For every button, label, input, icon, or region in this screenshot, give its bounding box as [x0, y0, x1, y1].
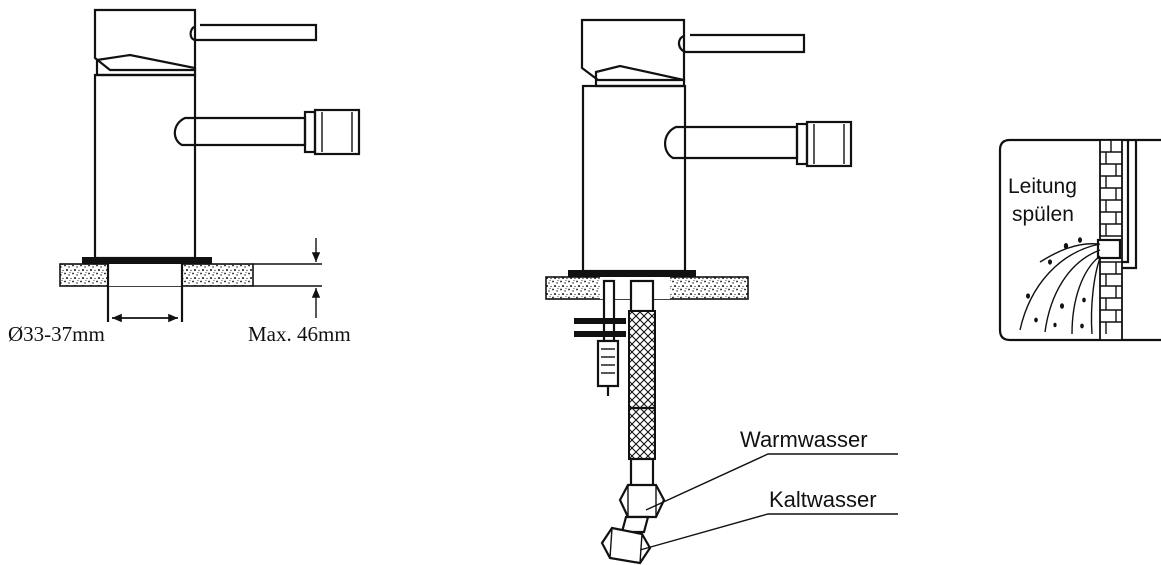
faucet-body [93, 73, 197, 260]
flush-line-label: Leitung [1008, 175, 1077, 198]
mounting-hole [108, 264, 182, 286]
faucet-body-2 [581, 84, 687, 273]
max-thickness-label: Max. 46mm [248, 322, 351, 346]
flush-frame [998, 138, 1161, 342]
aerator-ring [303, 110, 317, 154]
cold-water-nut [600, 526, 652, 565]
mounting-nut [596, 339, 620, 388]
spout [173, 116, 307, 147]
cold-water-leader [639, 513, 898, 551]
lever-arm-2 [677, 33, 806, 54]
aerator-ring-2 [795, 122, 809, 166]
braided-hose [628, 310, 656, 460]
base-plate-2 [568, 270, 696, 277]
spout-2 [664, 125, 799, 160]
lever-handle-block-2 [580, 18, 686, 82]
lever-arm [189, 23, 318, 42]
warm-water-label: Warmwasser [740, 427, 868, 452]
fixing-plate [574, 318, 626, 324]
cold-water-label: Kaltwasser [769, 487, 877, 512]
aerator-nut-2 [805, 120, 853, 168]
hose-fitting [620, 515, 650, 534]
hose-ferrule [629, 457, 655, 489]
water-stream [1019, 243, 1101, 335]
base-plate [82, 257, 212, 264]
aerator-nut [313, 108, 361, 156]
diameter-label: Ø33-37mm [8, 322, 105, 346]
cartridge-neck [95, 53, 197, 77]
hose-connector-top [629, 279, 655, 313]
warm-water-nut [618, 483, 666, 519]
faucet-dimension-figure: Ø33-37mm Max. 46mm [8, 8, 361, 346]
water-drops [1026, 237, 1086, 329]
pipe-outlet [1096, 238, 1122, 260]
lever-handle-block [93, 8, 197, 72]
cartridge-neck-2 [594, 64, 686, 88]
flush-action-label: spülen [1012, 203, 1074, 226]
faucet-installation-figure: Warmwasser Kaltwasser [545, 18, 898, 565]
wall-bricks [1100, 140, 1122, 334]
supply-pipe [1122, 140, 1138, 270]
warm-water-leader [645, 453, 898, 511]
flush-pipe-figure: Leitung spülen [998, 138, 1161, 342]
